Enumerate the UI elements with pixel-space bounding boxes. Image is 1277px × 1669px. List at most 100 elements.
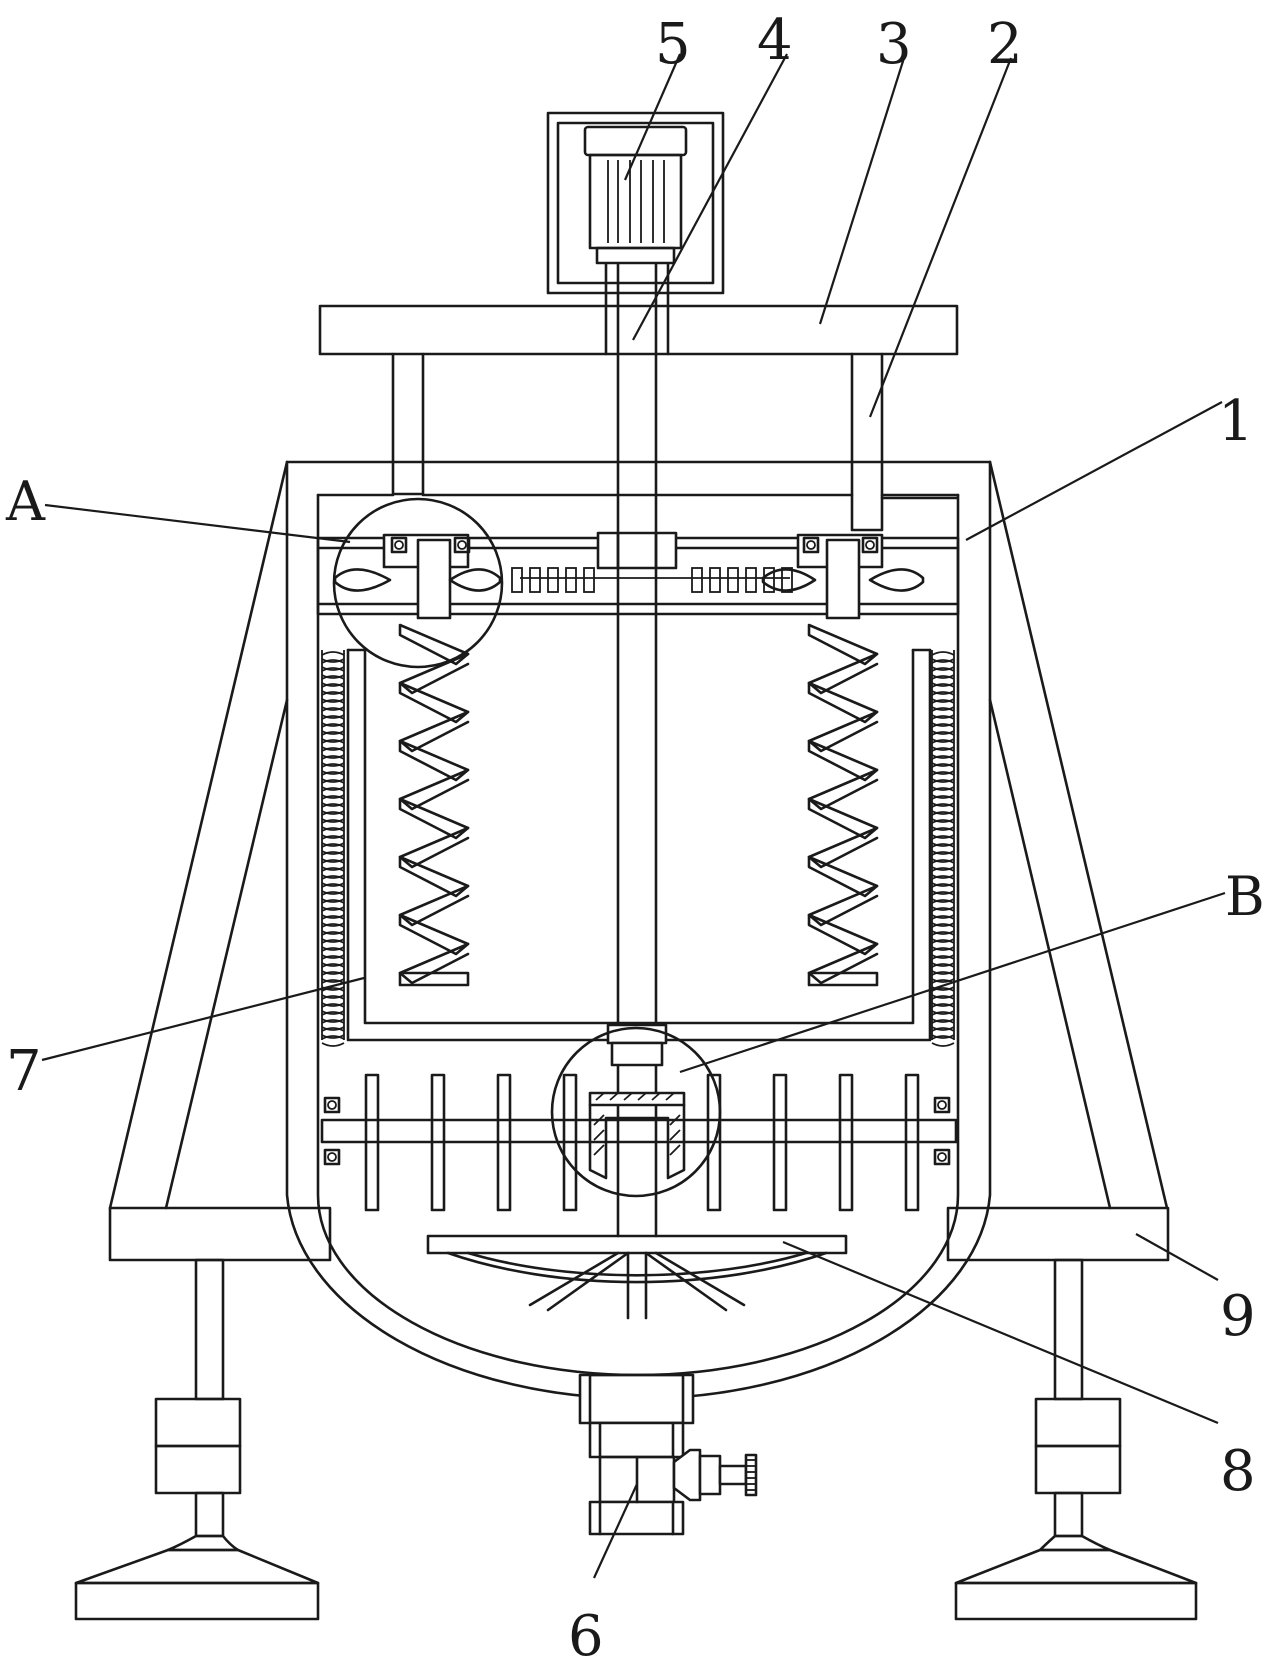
coil-turn [931, 715, 955, 720]
coil-turn [321, 954, 345, 959]
stirring-blade [772, 1073, 788, 1212]
coil-turn [321, 1026, 345, 1031]
coil-turn [321, 746, 345, 751]
coil-turn [321, 818, 345, 823]
stirring-blade [706, 1073, 722, 1212]
coil-turn [931, 802, 955, 807]
coil-turn [931, 722, 955, 727]
coil-turn [321, 1027, 345, 1032]
rack-tooth [727, 567, 739, 593]
coil-turn [321, 1011, 345, 1016]
coil-turn [321, 899, 345, 904]
left-screw [398, 623, 470, 987]
coil-turn [321, 834, 345, 839]
top-plate [318, 304, 959, 356]
rack-teeth [511, 567, 793, 593]
part-labels: 1 2 3 4 5 6 7 8 9 A B [5, 8, 1265, 1669]
coil-turn [321, 1003, 345, 1008]
coil-turn [931, 842, 955, 847]
coil-turn [931, 1002, 955, 1007]
coil-turn [321, 699, 345, 704]
rack-tooth [547, 567, 559, 593]
coil-turn [321, 962, 345, 967]
coil-turn [321, 939, 345, 944]
coil-turn [931, 723, 955, 728]
coil-turn [931, 962, 955, 967]
coil-turn [321, 955, 345, 960]
coil-turn [931, 786, 955, 791]
coil-turn [931, 867, 955, 872]
coil-turn [931, 658, 955, 663]
coil-turn [931, 699, 955, 704]
screw-flight [807, 855, 879, 898]
stirring-frame [320, 1096, 958, 1166]
stirring-blade [430, 1073, 446, 1212]
coil-turn [321, 770, 345, 775]
coil-turn [321, 674, 345, 679]
coil-turn [931, 826, 955, 831]
screw-flight [807, 884, 879, 927]
coil-turn [931, 850, 955, 855]
coil-turn [931, 947, 955, 952]
coil-turn [321, 762, 345, 767]
coil-turn [321, 1002, 345, 1007]
coil-turn [931, 770, 955, 775]
motor-housing [546, 111, 725, 295]
coil-turn [931, 803, 955, 808]
coil-turn [321, 843, 345, 848]
screw-flight [398, 710, 470, 753]
coil-turn [321, 930, 345, 935]
coil-turn [321, 730, 345, 735]
coil-turn [931, 882, 955, 887]
coil-turn [931, 891, 955, 896]
coil-turn [321, 795, 345, 800]
coil-turn [931, 987, 955, 992]
coil-turn [931, 866, 955, 871]
label-8: 8 [1220, 1439, 1256, 1504]
coil-turn [931, 995, 955, 1000]
coil-turn [321, 698, 345, 703]
coil-turn [321, 755, 345, 760]
right-foot [954, 1258, 1198, 1621]
coil-turn [321, 875, 345, 880]
coil-turn [321, 1035, 345, 1040]
coil-turn [321, 1042, 345, 1047]
coil-turn [321, 931, 345, 936]
coil-turn [931, 778, 955, 783]
coil-turn [931, 683, 955, 688]
coil-turn [931, 739, 955, 744]
coil-turn [321, 906, 345, 911]
coil-turn [931, 994, 955, 999]
left-foot [74, 1258, 320, 1621]
detail-circle-a [332, 497, 504, 669]
coil-turn [931, 914, 955, 919]
coil-turn [931, 651, 955, 656]
coil-turn [931, 682, 955, 687]
rack-tooth [565, 567, 577, 593]
upper-hub [596, 531, 678, 570]
coil-turn [321, 787, 345, 792]
screw-flight [398, 884, 470, 927]
coil-turn [931, 851, 955, 856]
coil-turn [931, 859, 955, 864]
label-4: 4 [757, 8, 793, 73]
coil-turn [321, 739, 345, 744]
inner-basket [346, 648, 932, 1042]
coil-turn [321, 722, 345, 727]
stirring-blade [904, 1073, 920, 1212]
label-b: B [1225, 865, 1265, 928]
coil-turn [321, 691, 345, 696]
coil-turn [931, 978, 955, 983]
coil-turn [321, 763, 345, 768]
label-1: 1 [1218, 389, 1254, 454]
coil-turn [931, 915, 955, 920]
coil-turn [931, 754, 955, 759]
coil-turn [321, 851, 345, 856]
coil-turn [321, 946, 345, 951]
coil-turn [321, 1010, 345, 1015]
coil-turn [931, 1042, 955, 1047]
coil-turn [321, 1034, 345, 1039]
label-6: 6 [568, 1604, 604, 1669]
rack-tooth [511, 567, 523, 593]
coil-turn [931, 858, 955, 863]
